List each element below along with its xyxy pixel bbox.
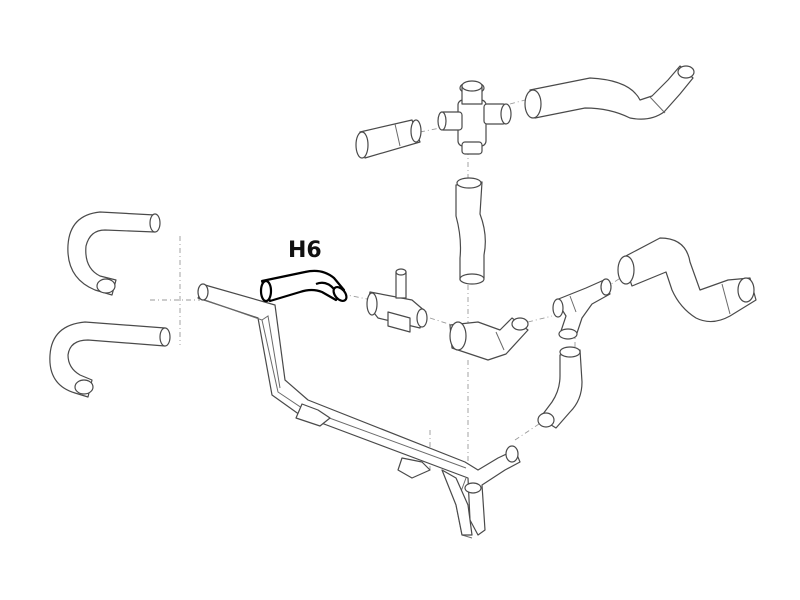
hose-h6 xyxy=(259,269,348,303)
callout-label-h6: H6 xyxy=(288,238,322,263)
pipe-assembly xyxy=(197,283,521,539)
right-large-hose xyxy=(617,237,757,323)
top-right-curved-hose xyxy=(524,65,695,120)
lower-left-u-hose xyxy=(49,321,171,398)
right-lower-elbow-hose xyxy=(537,346,583,429)
vertical-hose xyxy=(455,177,486,285)
short-straight-hose xyxy=(355,119,422,159)
upper-left-u-hose xyxy=(67,211,161,296)
elbow-hose-center xyxy=(449,317,529,361)
cross-fitting xyxy=(437,80,512,155)
right-y-fitting xyxy=(552,278,612,340)
tee-fitting-bleed xyxy=(366,268,428,333)
